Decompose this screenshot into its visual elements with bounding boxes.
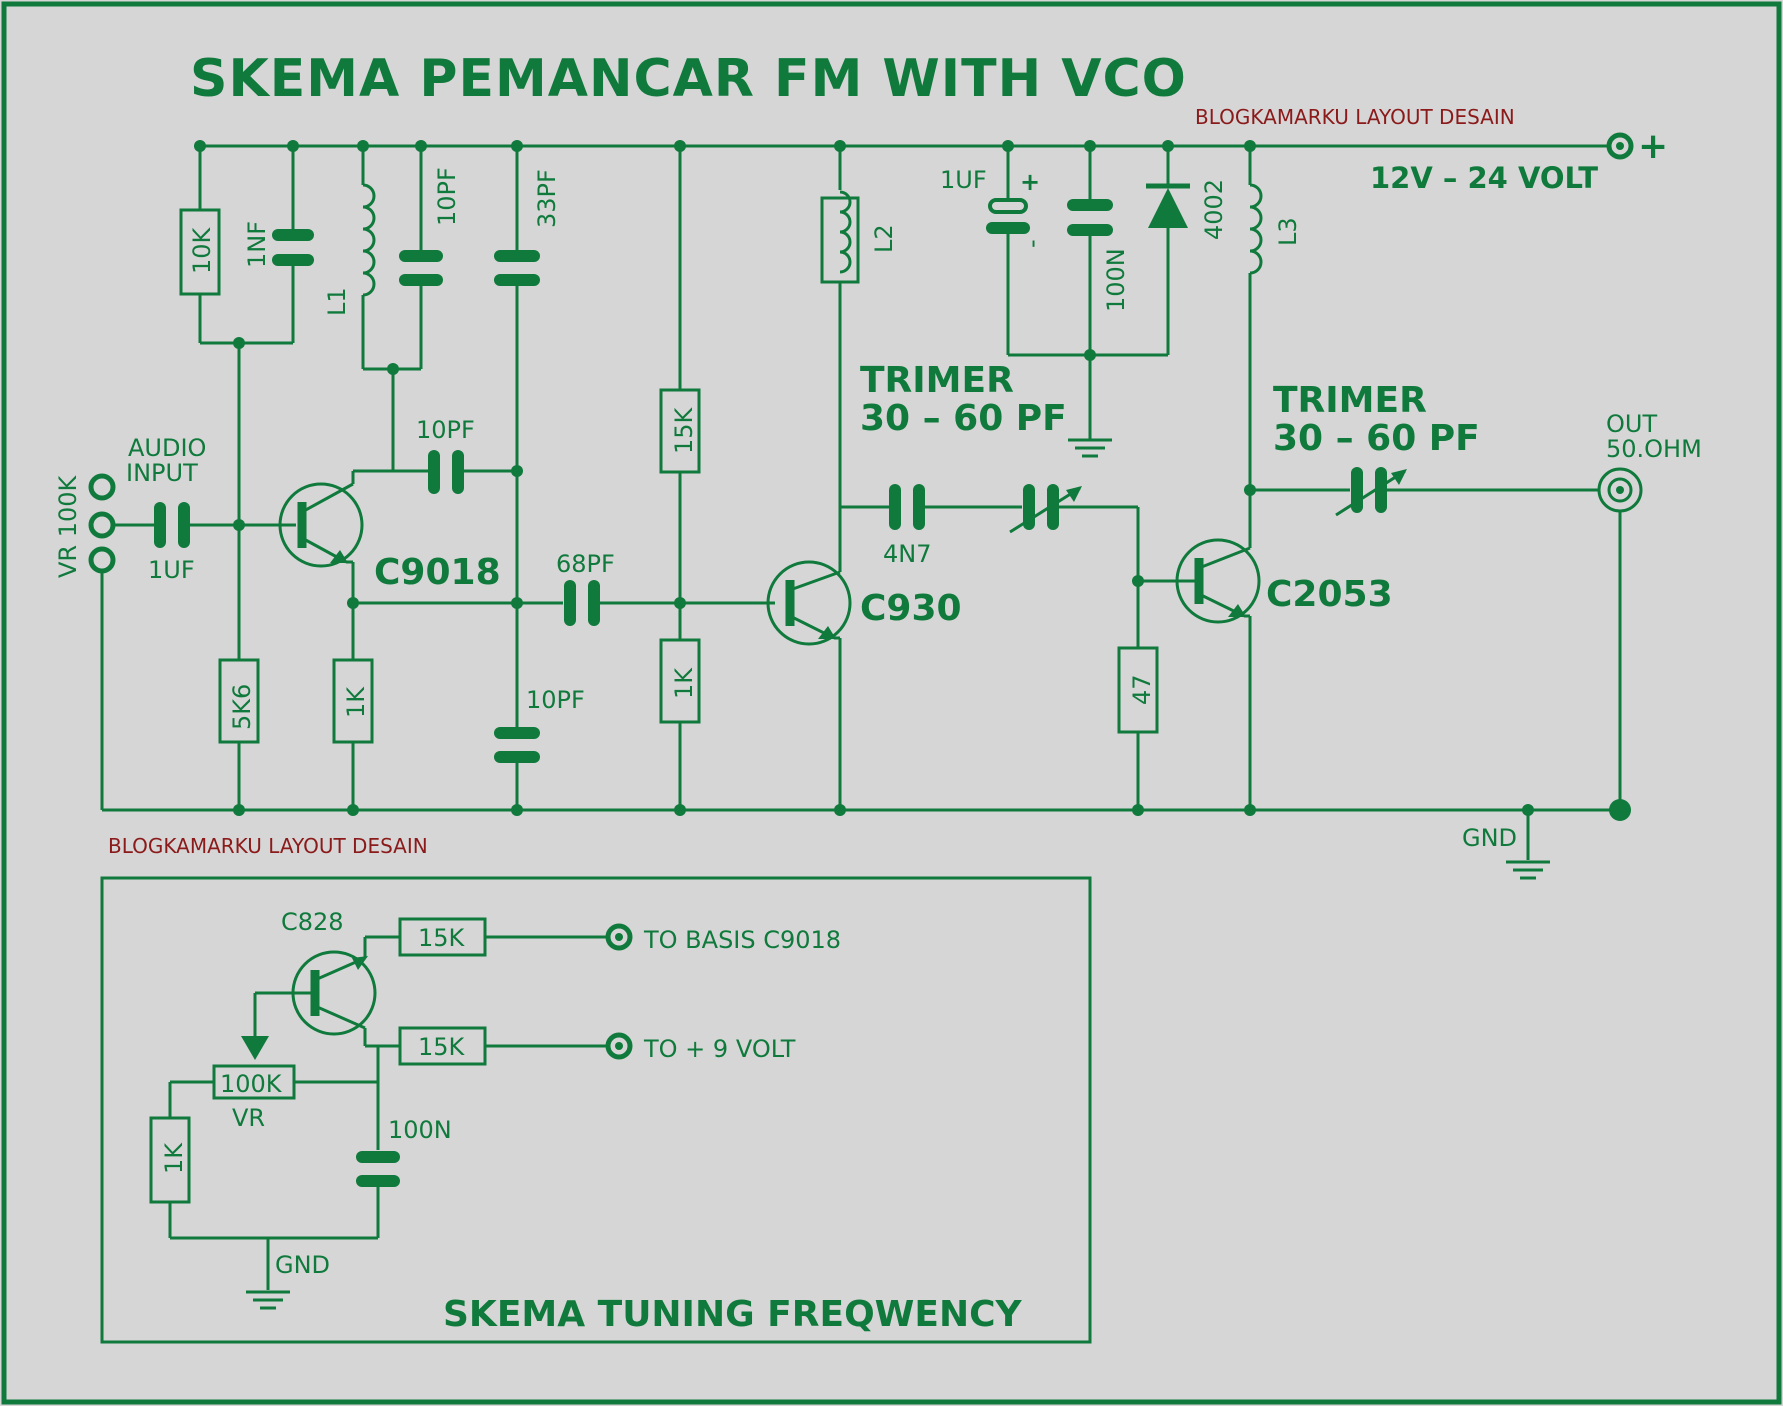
cap-4n7-label: 4N7 (883, 540, 932, 568)
cap-4n7 (840, 484, 1022, 530)
tuning-resistor-15k-bottom (398, 1026, 633, 1066)
resistor-10k (179, 146, 293, 345)
cap-1uf-supply (986, 146, 1030, 355)
junction-dots (194, 140, 1534, 816)
transistor-q3 (1175, 538, 1261, 810)
ground-label: GND (1462, 824, 1517, 852)
cap-10pf-feedback-label: 10PF (416, 416, 475, 444)
tuning-panel-border (100, 876, 1092, 1344)
resistor-47-label: 47 (1128, 674, 1156, 705)
resistor-1k-q1 (332, 601, 563, 810)
cap-100n-supply-label: 100N (1102, 248, 1130, 312)
resistor-10k-label: 10K (188, 226, 216, 274)
resistor-5k6-label: 5K6 (228, 684, 256, 730)
inductor-l1-label: L1 (323, 287, 351, 316)
tuning-to-basis-label: TO BASIS C9018 (643, 926, 841, 954)
output-label-1: OUT (1606, 410, 1657, 438)
resistor-47 (1117, 646, 1159, 810)
vr-100k-label: VR 100K (54, 474, 82, 578)
tuning-resistor-15k-top (398, 917, 633, 957)
diode-4002-label: 4002 (1200, 179, 1228, 240)
q1-bias-wiring (237, 343, 296, 810)
supply-plus-label: + (1638, 126, 1668, 167)
inductor-l3 (1248, 146, 1263, 548)
tuning-gnd-label: GND (275, 1251, 330, 1279)
tuning-vr-label: VR (232, 1104, 265, 1132)
transistor-q1-label: C9018 (374, 552, 501, 593)
output-connector (1597, 467, 1643, 810)
tuning-title: SKEMA TUNING FREQWENCY (443, 1294, 1023, 1335)
trimmer-1 (1009, 484, 1183, 648)
resistor-15k-label: 15K (670, 406, 698, 454)
resistor-1k-q2-label: 1K (670, 667, 698, 699)
cap-1uf-input (154, 502, 239, 548)
transistor-q1 (278, 469, 430, 660)
transistor-q2-label: C930 (860, 588, 962, 629)
tuning-resistor-15k-top-label: 15K (418, 924, 466, 952)
cap-1nf (272, 146, 314, 343)
vr-100k-terminals (88, 473, 155, 810)
cap-10pf-tank-label: 10PF (433, 167, 461, 226)
cap-68pf (564, 580, 775, 626)
audio-input-label-1: AUDIO (128, 434, 206, 462)
tuning-resistor-1k-label: 1K (160, 1142, 188, 1174)
tuning-ground (246, 1238, 290, 1310)
cap-10pf-low-label: 10PF (526, 686, 585, 714)
inductor-l3-label: L3 (1274, 217, 1302, 246)
resistor-15k (659, 146, 701, 640)
cap-1uf-input-label: 1UF (148, 556, 195, 584)
watermark-top: BLOGKAMARKU LAYOUT DESAIN (1195, 105, 1515, 129)
supply-voltage-label: 12V – 24 VOLT (1370, 161, 1598, 195)
watermark-bottom: BLOGKAMARKU LAYOUT DESAIN (108, 834, 428, 858)
transistor-q3-label: C2053 (1266, 574, 1393, 615)
cap-100n-supply (1067, 146, 1113, 458)
cap-10pf-feedback (428, 450, 517, 494)
transistor-q2 (766, 560, 852, 810)
resistor-5k6 (218, 658, 260, 744)
audio-input-label-2: INPUT (126, 459, 198, 487)
tuning-cap-100n (356, 1151, 400, 1238)
cap-33pf (494, 146, 540, 730)
cap-33pf-label: 33PF (533, 169, 561, 228)
cap-plus-sign: + (1020, 168, 1040, 196)
tuning-resistor-15k-bottom-label: 15K (418, 1033, 466, 1061)
cap-1uf-supply-label: 1UF (940, 166, 987, 194)
resistor-1k-q1-label: 1K (342, 686, 370, 718)
diode-4002 (1008, 146, 1190, 357)
tuning-cap-100n-label: 100N (388, 1116, 452, 1144)
transistor-q4-label: C828 (281, 908, 344, 936)
tuning-vr-100k-label: 100K (220, 1070, 283, 1098)
inductor-l2-label: L2 (870, 224, 898, 253)
trimmer-1-label-2: 30 – 60 PF (860, 398, 1067, 439)
trimmer-2-label-1: TRIMER (1273, 380, 1427, 421)
schematic-title: SKEMA PEMANCAR FM WITH VCO (190, 49, 1187, 109)
inductor-l2 (820, 146, 860, 572)
trimmer-2-label-2: 30 – 60 PF (1273, 418, 1480, 459)
output-label-2: 50.OHM (1606, 435, 1702, 463)
cap-1nf-label: 1NF (243, 221, 271, 268)
trimmer-1-label-1: TRIMER (860, 360, 1014, 401)
cap-68pf-label: 68PF (556, 550, 615, 578)
supply-rail (200, 132, 1634, 160)
resistor-1k-q2 (659, 638, 701, 810)
tuning-resistor-1k (149, 1116, 378, 1240)
transistor-q4 (241, 935, 400, 1060)
tuning-to-9v-label: TO + 9 VOLT (643, 1035, 796, 1063)
cap-10pf-tank (399, 146, 443, 369)
tuning-vr-100k (168, 1046, 380, 1150)
trimmer-2 (1250, 467, 1600, 517)
cap-10pf-low (494, 727, 540, 810)
cap-minus-sign: - (1018, 239, 1046, 248)
